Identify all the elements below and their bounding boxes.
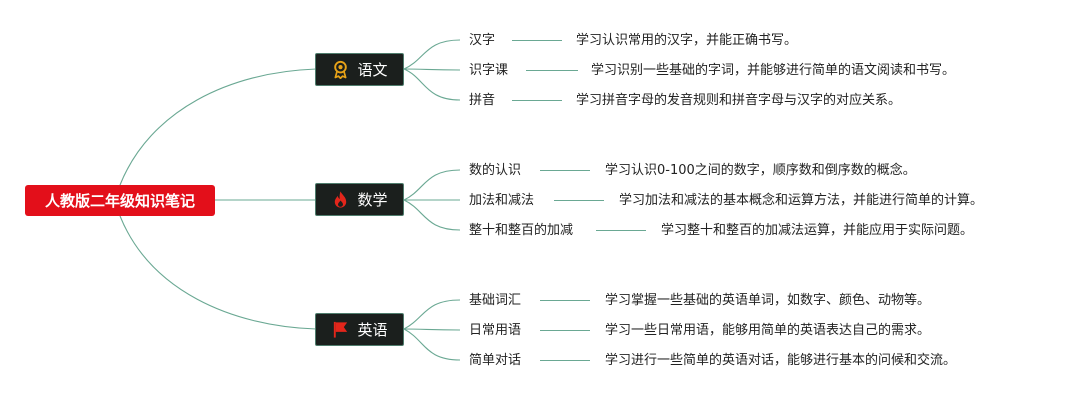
topic-label[interactable]: 拼音 [469, 93, 496, 108]
topic-label[interactable]: 基础词汇 [469, 293, 522, 308]
flag-icon [331, 320, 350, 339]
topic-leader-line [554, 200, 604, 201]
topic-label[interactable]: 加法和减法 [469, 193, 535, 208]
subject-label-math: 数学 [357, 191, 388, 209]
topic-label[interactable]: 整十和整百的加减 [469, 223, 574, 238]
topic-leader-line [596, 230, 646, 231]
connector-chinese-topic-1 [403, 39, 461, 70]
topic-leader-line [540, 300, 590, 301]
subject-node-chinese[interactable]: 语文 [315, 53, 404, 86]
flame-icon [331, 190, 350, 209]
topic-leader-line [540, 170, 590, 171]
connector-root-chinese [119, 68, 317, 186]
topic-description: 学习整十和整百的加减法运算，并能应用于实际问题。 [661, 223, 974, 238]
topic-description: 学习掌握一些基础的英语单词，如数字、颜色、动物等。 [605, 293, 931, 308]
topic-label[interactable]: 日常用语 [469, 323, 522, 338]
subject-label-english: 英语 [357, 321, 388, 339]
award-ribbon-icon [331, 60, 350, 79]
subject-label-chinese: 语文 [357, 61, 388, 79]
connector-chinese-topic-3 [403, 68, 461, 101]
topic-leader-line [540, 360, 590, 361]
root-title: 人教版二年级知识笔记 [44, 192, 195, 210]
topic-label[interactable]: 汉字 [469, 33, 496, 48]
connector-english-topic-1 [403, 299, 461, 330]
topic-leader-line [526, 70, 578, 71]
connector-english-topic-3 [403, 328, 461, 361]
topic-description: 学习认识常用的汉字，并能正确书写。 [576, 33, 798, 48]
subject-node-english[interactable]: 英语 [315, 313, 404, 346]
topic-leader-line [512, 100, 562, 101]
subject-node-math[interactable]: 数学 [315, 183, 404, 216]
topic-leader-line [512, 40, 562, 41]
connector-chinese-topic-2 [403, 68, 461, 71]
connector-math-topic-3 [403, 199, 461, 231]
connector-math-topic-1 [403, 169, 461, 201]
topic-leader-line [540, 330, 590, 331]
topic-description: 学习拼音字母的发音规则和拼音字母与汉字的对应关系。 [576, 93, 902, 108]
topic-description: 学习认识0-100之间的数字，顺序数和倒序数的概念。 [605, 163, 916, 178]
topic-label[interactable]: 数的认识 [469, 163, 522, 178]
topic-description: 学习识别一些基础的字词，并能够进行简单的语文阅读和书写。 [591, 63, 956, 78]
connector-english-topic-2 [403, 328, 461, 331]
topic-description: 学习加法和减法的基本概念和运算方法，并能进行简单的计算。 [619, 193, 984, 208]
topic-description: 学习进行一些简单的英语对话，能够进行基本的问候和交流。 [605, 353, 957, 368]
topic-description: 学习一些日常用语，能够用简单的英语表达自己的需求。 [605, 323, 931, 338]
topic-label[interactable]: 识字课 [469, 63, 509, 78]
topic-label[interactable]: 简单对话 [469, 353, 522, 368]
root-node[interactable]: 人教版二年级知识笔记 [25, 185, 215, 216]
connector-root-english [119, 215, 317, 330]
